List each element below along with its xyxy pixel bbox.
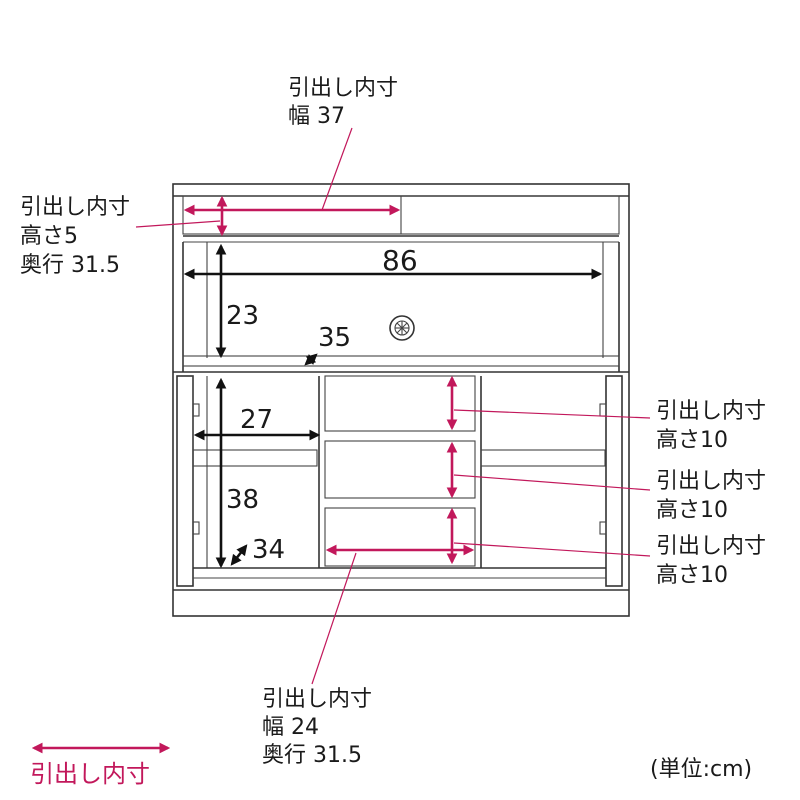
label-height-38: 38 [226,485,259,515]
label-drawer-2: 引出し内寸 高さ10 [656,469,773,523]
unit-label: (単位:cm) [650,757,752,782]
label-top-drawer-width: 引出し内寸 幅 37 [288,76,405,129]
label-bottom-drawer: 引出し内寸 幅 24 奥行 31.5 [262,687,379,768]
dim-depth-34 [230,544,248,566]
label-depth-34: 34 [252,535,285,565]
label-height-23: 23 [226,301,259,331]
cabinet-outline [172,183,630,617]
label-drawer-3: 引出し内寸 高さ10 [656,534,773,588]
label-width-27: 27 [240,405,273,435]
label-width-86: 86 [382,244,418,277]
legend-label: 引出し内寸 [30,760,150,788]
label-depth-35: 35 [318,323,351,353]
label-drawer-1: 引出し内寸 高さ10 [656,399,773,453]
label-top-drawer-height: 引出し内寸 高さ5 奥行 31.5 [20,195,137,278]
dim-depth-35 [304,353,318,366]
